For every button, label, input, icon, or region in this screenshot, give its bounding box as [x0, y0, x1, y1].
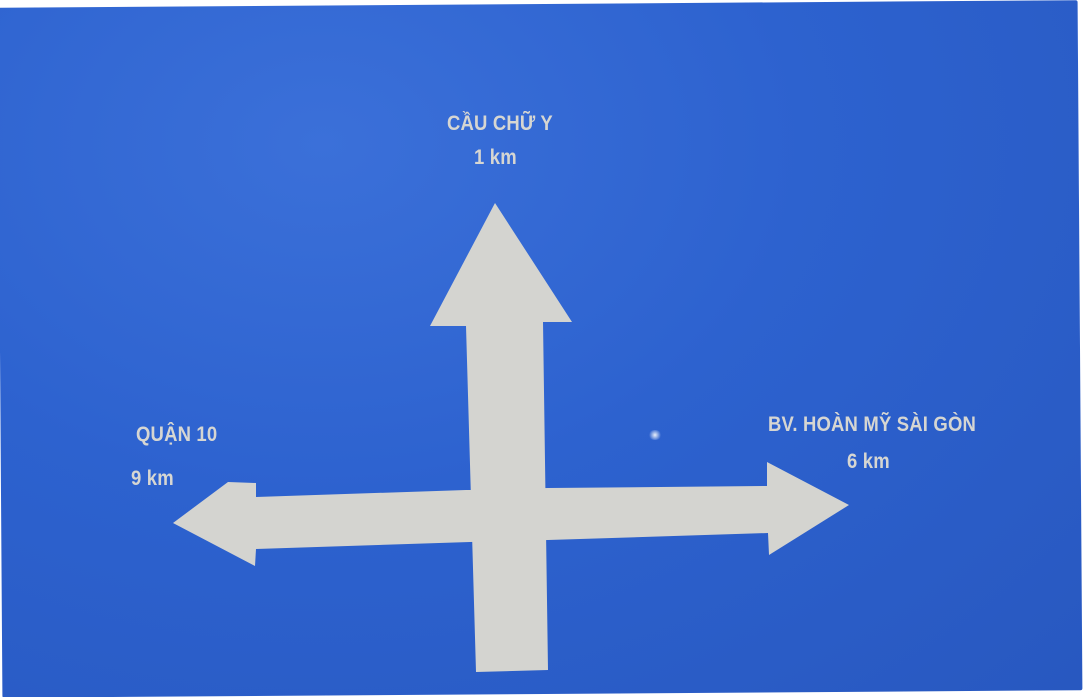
north-arrow — [430, 203, 572, 672]
north-destination-label: CẦU CHỮ Y — [447, 112, 553, 135]
west-distance-label: 9 km — [131, 467, 174, 490]
east-distance-label: 6 km — [847, 450, 890, 473]
east-destination-label: BV. HOÀN MỸ SÀI GÒN — [768, 413, 977, 436]
light-glare — [648, 430, 662, 440]
west-destination-label: QUẬN 10 — [136, 423, 218, 446]
east-west-arrow — [173, 462, 849, 566]
north-distance-label: 1 km — [474, 146, 517, 169]
